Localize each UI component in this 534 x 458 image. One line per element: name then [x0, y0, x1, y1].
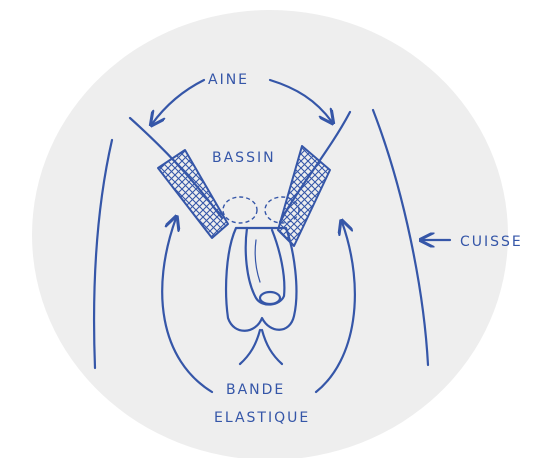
- label-bande: BANDE: [226, 382, 285, 398]
- label-aine: AINE: [208, 72, 249, 88]
- label-cuisse: CUISSE: [460, 234, 523, 250]
- label-bassin: BASSIN: [212, 150, 276, 166]
- label-elastique: ELASTIQUE: [214, 410, 310, 426]
